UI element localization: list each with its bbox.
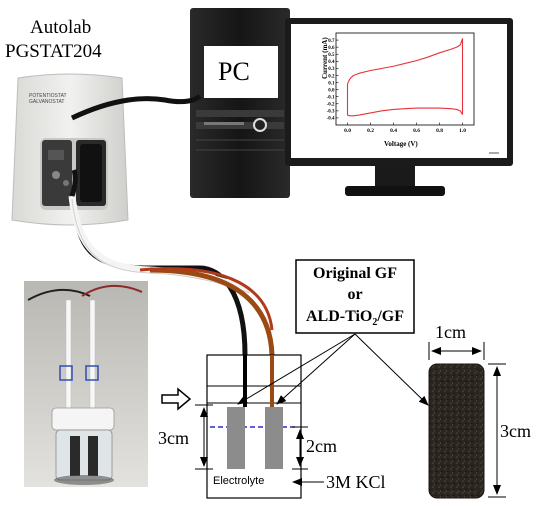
graphite-felt-sample: [428, 363, 485, 499]
red-lead-cable: [139, 267, 274, 331]
cell-schematic: [206, 354, 302, 499]
electrode-right: [265, 407, 283, 469]
cv-y-tick-label: 0.4: [328, 60, 335, 65]
instrument-panel-label-2: GALVANOSTAT: [29, 99, 65, 105]
cv-curve: [346, 38, 464, 117]
immersion-depth-label: 2cm: [306, 436, 337, 456]
cv-x-tick-label: 0.0: [344, 128, 351, 134]
cables: [68, 94, 275, 356]
cv-chart: 0.0 0.2 0.4 0.6 0.8 1.0 -0.4 -0.3 -0.2 -0.1 0.0 0.1…: [327, 32, 475, 134]
label-box-line-3-sub: 2: [372, 317, 378, 329]
cv-y-tick-label: 0.6: [328, 46, 335, 51]
sample-width-label: 1cm: [435, 322, 466, 342]
cv-y-tick-label: 0.5: [328, 53, 335, 58]
cv-y-axis-label: Current (mA): [321, 37, 329, 79]
cv-x-tick-label: 0.4: [390, 128, 397, 134]
pc-label: PC: [218, 57, 250, 86]
immersion-dimension: [292, 426, 308, 470]
sample-width-dimension: [428, 342, 485, 360]
cell-photo: [24, 281, 148, 487]
cv-y-tick-label: 0.7: [328, 39, 335, 44]
cv-y-tick-label: -0.3: [327, 110, 335, 115]
hollow-arrow: [161, 387, 192, 411]
cell-height-label: 3cm: [158, 428, 189, 448]
monitor: [285, 18, 513, 196]
cv-y-tick-label: 0.3: [328, 67, 335, 72]
cv-x-axis-label: Voltage (V): [384, 140, 418, 148]
cell-height-dimension: [195, 404, 213, 470]
cv-x-tick-label: 0.8: [436, 128, 443, 134]
pc-tower: [190, 8, 290, 198]
cv-y-tick-label: 0.0: [328, 88, 335, 93]
electrode-left: [227, 407, 245, 469]
cv-x-tick-label: 0.6: [413, 128, 420, 134]
kcl-label: 3M KCl: [326, 472, 386, 492]
electrode-label-box: [295, 259, 415, 334]
cv-y-tick-label: 0.2: [328, 74, 335, 79]
usb-cable: [70, 94, 202, 121]
cv-y-tick-label: -0.1: [327, 95, 335, 100]
label-box-line-1: Original GF: [313, 265, 397, 282]
brown-lead-cable: [149, 267, 275, 356]
cv-y-tick-label: -0.4: [327, 117, 335, 122]
cv-y-tick-label: -0.2: [327, 103, 335, 108]
cv-plot-frame: [335, 32, 475, 126]
autolab-instrument: [11, 73, 129, 226]
sample-height-label: 3cm: [500, 421, 531, 441]
label-box-line-3-prefix: ALD-TiO: [305, 308, 373, 325]
cv-x-tick-label: 0.2: [367, 128, 374, 134]
label-box-line-3-suffix: /GF: [377, 308, 405, 325]
sample-height-dimension: [488, 363, 506, 498]
instrument-name: Autolab: [30, 17, 92, 38]
cv-y-tick-label: 0.1: [328, 81, 335, 86]
label-pointer-arrows: [237, 333, 429, 406]
label-box-line-3: ALD-TiO2/GF: [298, 309, 412, 328]
instrument-model: PGSTAT204: [5, 41, 102, 62]
electrolyte-label: Electrolyte: [213, 475, 265, 487]
cv-x-tick-label: 1.0: [459, 128, 466, 134]
instrument-panel-label-1: POTENTIOSTAT: [29, 93, 67, 99]
label-box-line-2: or: [347, 286, 363, 303]
